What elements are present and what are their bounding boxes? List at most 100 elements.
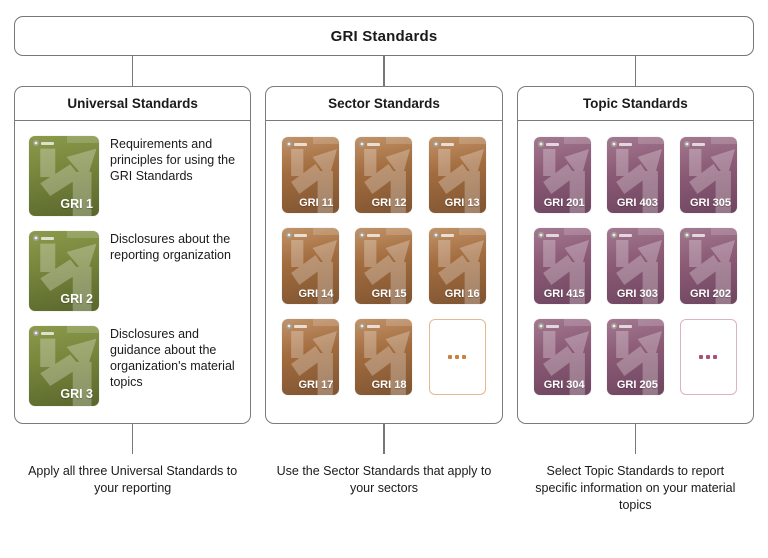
gri-arrow-glyph [291,240,338,304]
card-top-tab [564,137,591,144]
connector-line [383,424,385,454]
gri-logo-circle-icon [683,141,690,147]
standard-card: GRI 17 [282,319,340,395]
gri-logo-circle-icon [33,235,39,241]
card-top-tab [710,137,737,144]
column-topic-standards: Topic Standards GRI 201 [516,56,754,514]
standard-card: GRI 303 [606,228,664,304]
card-top-tab [386,137,413,144]
gri-logo-chip [33,140,54,146]
gri-logo-wordmark [545,324,559,328]
gri-arrow-glyph [542,149,589,213]
card-label: GRI 16 [444,288,480,300]
gri-logo-wordmark [41,331,54,335]
gri-logo-circle-icon [33,330,39,336]
standard-card: GRI 403 [606,137,664,213]
gri-logo-wordmark [618,324,632,328]
standard-card: GRI 304 [533,319,591,395]
standard-card: GRI 205 [606,319,664,395]
card-top-tab [313,137,340,144]
gri-arrow-glyph [542,331,589,395]
sector-standards-box: Sector Standards GRI 11 [265,86,503,424]
gri-logo-wordmark [41,141,54,145]
gri-logo-circle-icon [432,141,439,147]
gri-arrow-glyph [615,240,662,304]
gri-logo-wordmark [545,142,559,146]
gri-logo-circle-icon [286,323,293,329]
gri-logo-circle-icon [432,232,439,238]
gri-logo-circle-icon [610,232,617,238]
ellipsis-dot-icon [713,355,718,359]
connector-line [634,424,637,454]
more-standards-card [428,319,486,395]
card-label: GRI 3 [60,387,93,401]
card-label: GRI 205 [616,379,658,391]
gri-logo-circle-icon [33,140,39,146]
ellipsis-dot-icon [706,355,711,359]
card-label: GRI 17 [298,379,334,391]
gri-logo-chip [359,232,381,238]
standard-card: GRI 305 [679,137,737,213]
sector-standards-grid: GRI 11 GRI 12 [266,121,501,395]
gri-arrow-glyph [364,240,411,304]
ellipsis-dot-icon [699,355,704,359]
column-caption: Select Topic Standards to report specifi… [535,464,736,512]
gri-arrow-glyph [40,338,97,406]
gri-logo-chip [683,232,705,238]
columns-container: Universal Standards GRI 1 Requirements a… [0,56,768,514]
gri-arrow-glyph [689,240,735,304]
gri-logo-chip [432,141,454,147]
standard-card: GRI 202 [679,228,737,304]
gri-arrow-glyph [689,149,735,213]
standard-card: GRI 2 [29,231,99,311]
connector-line [634,56,637,86]
gri-logo-circle-icon [286,232,293,238]
gri-arrow-glyph [615,149,662,213]
gri-arrow-glyph [437,149,484,213]
more-standards-card [679,319,737,395]
standard-card: GRI 3 [29,326,99,406]
gri-logo-chip [286,323,308,329]
gri-logo-wordmark [545,233,559,237]
card-label: GRI 305 [690,197,731,209]
gri-arrow-glyph [291,149,338,213]
card-description: Disclosures and guidance about the organ… [110,327,235,389]
gri-arrow-glyph [40,148,97,216]
card-label: GRI 13 [444,197,480,209]
card-description: Requirements and principles for using th… [110,137,236,183]
card-label: GRI 2 [60,292,93,306]
card-label: GRI 12 [371,197,407,209]
card-label: GRI 1 [60,197,93,211]
ellipsis-dot-icon [462,355,467,359]
card-top-tab [66,136,99,143]
gri-logo-wordmark [41,236,54,240]
universal-standard-row: GRI 2 Disclosures about the reporting or… [29,231,240,311]
card-label: GRI 415 [543,288,585,300]
gri-arrow-glyph [542,240,589,304]
gri-logo-chip [359,141,381,147]
gri-logo-chip [610,141,632,147]
card-top-tab [386,319,413,326]
gri-arrow-glyph [615,331,662,395]
card-label: GRI 403 [616,197,658,209]
gri-logo-circle-icon [286,141,293,147]
universal-standard-row: GRI 3 Disclosures and guidance about the… [29,326,240,406]
card-top-tab [313,228,340,235]
column-title: Topic Standards [517,87,753,121]
card-label: GRI 202 [690,288,731,300]
ellipsis-dot-icon [448,355,453,359]
page-title: GRI Standards [330,27,438,45]
gri-logo-wordmark [618,142,632,146]
column-caption: Apply all three Universal Standards to y… [28,464,238,495]
universal-standard-row: GRI 1 Requirements and principles for us… [29,136,240,216]
gri-logo-circle-icon [537,323,544,329]
card-label: GRI 11 [299,197,334,209]
standard-card: GRI 15 [355,228,413,304]
gri-logo-chip [33,235,54,241]
gri-logo-wordmark [367,233,381,237]
topic-standards-box: Topic Standards GRI 201 [516,86,754,424]
standard-card: GRI 13 [428,137,486,213]
card-top-tab [459,228,486,235]
card-top-tab [637,319,664,326]
gri-logo-chip [33,330,54,336]
